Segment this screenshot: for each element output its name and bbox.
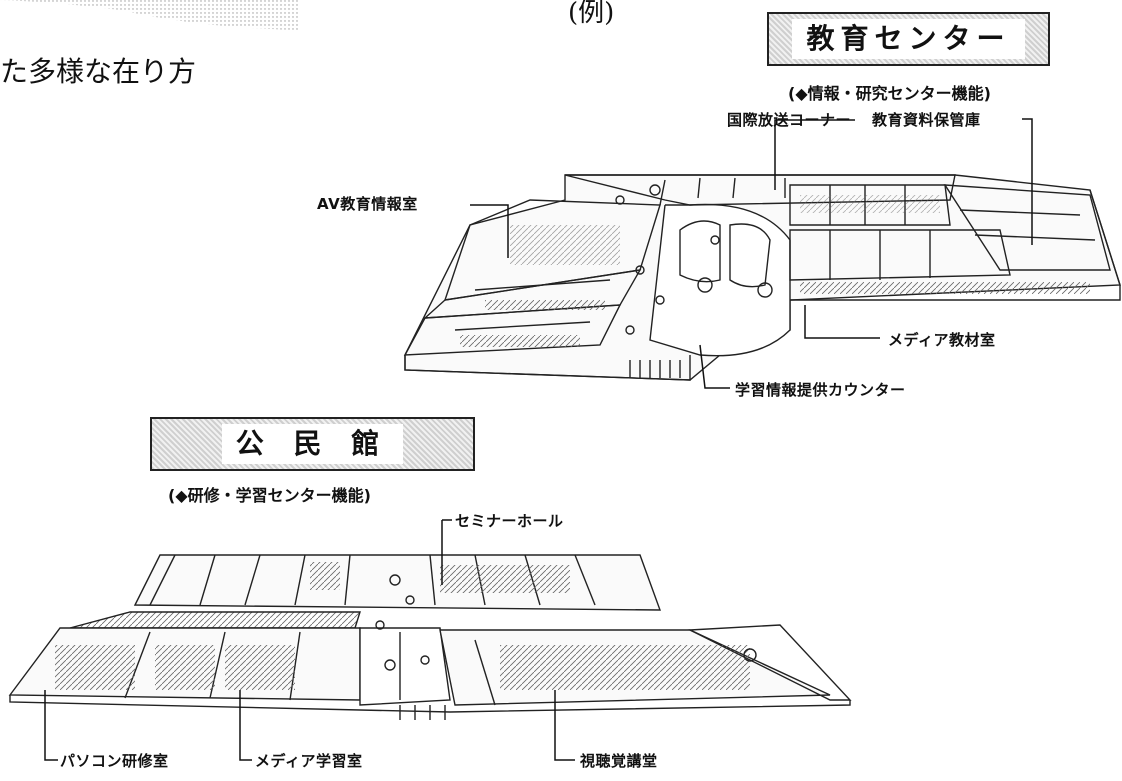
label-international-broadcast: 国際放送コーナー xyxy=(727,111,852,129)
label-media-learning-room: メディア学習室 xyxy=(255,752,363,770)
education-center-banner: 教育センター xyxy=(767,12,1050,66)
stipple-decoration xyxy=(0,0,300,30)
community-hall-banner: 公 民 館 xyxy=(150,417,475,471)
label-av-info-room: AV教育情報室 xyxy=(317,195,418,213)
community-hall-subtitle: (◆研修・学習センター機能) xyxy=(168,486,371,505)
label-media-materials-room: メディア教材室 xyxy=(888,331,996,349)
education-center-title: 教育センター xyxy=(792,19,1025,59)
label-av-lecture-hall: 視聴覚講堂 xyxy=(580,752,658,770)
label-learning-info-counter: 学習情報提供カウンター xyxy=(735,381,906,399)
example-label: (例) xyxy=(568,0,615,28)
label-pc-training-room: パソコン研修室 xyxy=(60,752,169,770)
community-hall-leaders xyxy=(44,519,575,761)
partial-heading: た多様な在り方 xyxy=(0,55,197,88)
education-center-leaders xyxy=(470,118,1033,389)
community-hall-floorplan xyxy=(8,554,852,720)
education-center-floorplan xyxy=(403,174,1121,381)
community-hall-title: 公 民 館 xyxy=(221,424,404,464)
label-seminar-hall: セミナーホール xyxy=(455,512,564,530)
education-center-subtitle: (◆情報・研究センター機能) xyxy=(788,84,991,103)
label-edu-materials-storage: 教育資料保管庫 xyxy=(872,111,981,129)
